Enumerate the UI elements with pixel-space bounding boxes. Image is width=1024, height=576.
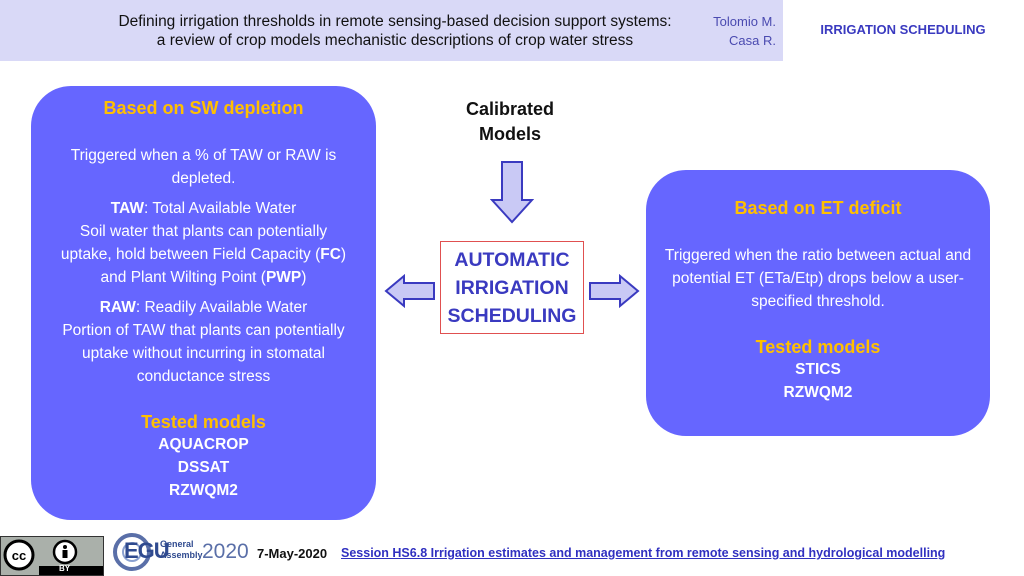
auto-line-1: AUTOMATIC bbox=[454, 248, 570, 271]
title-line-1: Defining irrigation thresholds in remote… bbox=[118, 13, 672, 30]
taw-def: : Total Available Water bbox=[144, 200, 297, 217]
down-arrow-icon bbox=[490, 161, 534, 224]
calibrated-line-2: Models bbox=[478, 124, 541, 144]
egu-assembly: Assembly bbox=[160, 550, 203, 560]
author-1: Tolomio M. bbox=[713, 14, 776, 29]
model-dssat: DSSAT bbox=[177, 459, 230, 476]
session-link[interactable]: Session HS6.8 Irrigation estimates and m… bbox=[341, 546, 946, 560]
left-tested-models-label: Tested models bbox=[141, 412, 266, 432]
raw-abbr: RAW bbox=[99, 299, 136, 316]
cc-license-icon: cc bbox=[1, 537, 103, 575]
automatic-irrigation-label: AUTOMATIC IRRIGATION SCHEDULING bbox=[448, 246, 577, 330]
fc-abbr: FC bbox=[320, 246, 341, 263]
pwp-abbr: PWP bbox=[265, 269, 302, 286]
egu-globe-icon bbox=[113, 533, 151, 571]
model-aquacrop: AQUACROP bbox=[158, 436, 249, 453]
calibrated-models-label: Calibrated Models bbox=[445, 97, 575, 147]
right-arrow-icon bbox=[589, 274, 640, 308]
et-deficit-title: Based on ET deficit bbox=[734, 198, 902, 218]
taw-abbr: TAW bbox=[110, 200, 145, 217]
egu-year: 2020 bbox=[202, 540, 249, 563]
et-trigger-text: Triggered when the ratio between actual … bbox=[664, 247, 972, 310]
raw-desc: Portion of TAW that plants can potential… bbox=[62, 322, 345, 385]
calibrated-line-1: Calibrated bbox=[465, 99, 555, 119]
auto-line-2: IRRIGATION bbox=[455, 276, 569, 299]
egu-logo: EGU General Assembly 2020 bbox=[112, 532, 252, 572]
sw-trigger-text: Triggered when a % of TAW or RAW is depl… bbox=[70, 147, 337, 187]
title-line-2: a review of crop models mechanistic desc… bbox=[156, 32, 634, 49]
taw-desc-1: Soil water that plants can potentially u… bbox=[60, 223, 328, 263]
svg-text:cc: cc bbox=[12, 548, 26, 563]
presentation-date: 7-May-2020 bbox=[257, 546, 328, 561]
author-2: Casa R. bbox=[729, 33, 776, 48]
poster-title: Defining irrigation thresholds in remote… bbox=[100, 12, 690, 50]
cc-by-label: BY bbox=[59, 564, 71, 573]
model-rzwqm2-left: RZWQM2 bbox=[169, 482, 238, 499]
et-deficit-box: Based on ET deficit Triggered when the r… bbox=[646, 170, 990, 436]
model-stics: STICS bbox=[795, 361, 841, 378]
cc-by-badge: cc BY bbox=[0, 536, 104, 576]
raw-def: : Readily Available Water bbox=[135, 299, 308, 316]
egu-general: General bbox=[160, 539, 194, 549]
taw-desc-2: ) and Plant Wilting Point ( bbox=[100, 246, 347, 286]
left-arrow-icon bbox=[384, 274, 435, 308]
section-tag: IRRIGATION SCHEDULING bbox=[820, 22, 986, 37]
auto-line-3: SCHEDULING bbox=[447, 304, 577, 327]
sw-depletion-title: Based on SW depletion bbox=[103, 98, 304, 118]
taw-definition: TAW: Total Available Water Soil water th… bbox=[53, 197, 354, 289]
taw-desc-3: ) bbox=[301, 269, 307, 286]
right-tested-models-label: Tested models bbox=[755, 337, 881, 357]
model-rzwqm2-right: RZWQM2 bbox=[783, 384, 853, 401]
sw-depletion-box: Based on SW depletion Triggered when a %… bbox=[31, 86, 376, 520]
authors: Tolomio M. Casa R. bbox=[690, 12, 776, 50]
egu-text: EGU bbox=[124, 538, 170, 563]
header-band bbox=[0, 0, 783, 61]
raw-definition: RAW: Readily Available Water Portion of … bbox=[57, 296, 350, 388]
automatic-irrigation-box: AUTOMATIC IRRIGATION SCHEDULING bbox=[440, 241, 584, 334]
